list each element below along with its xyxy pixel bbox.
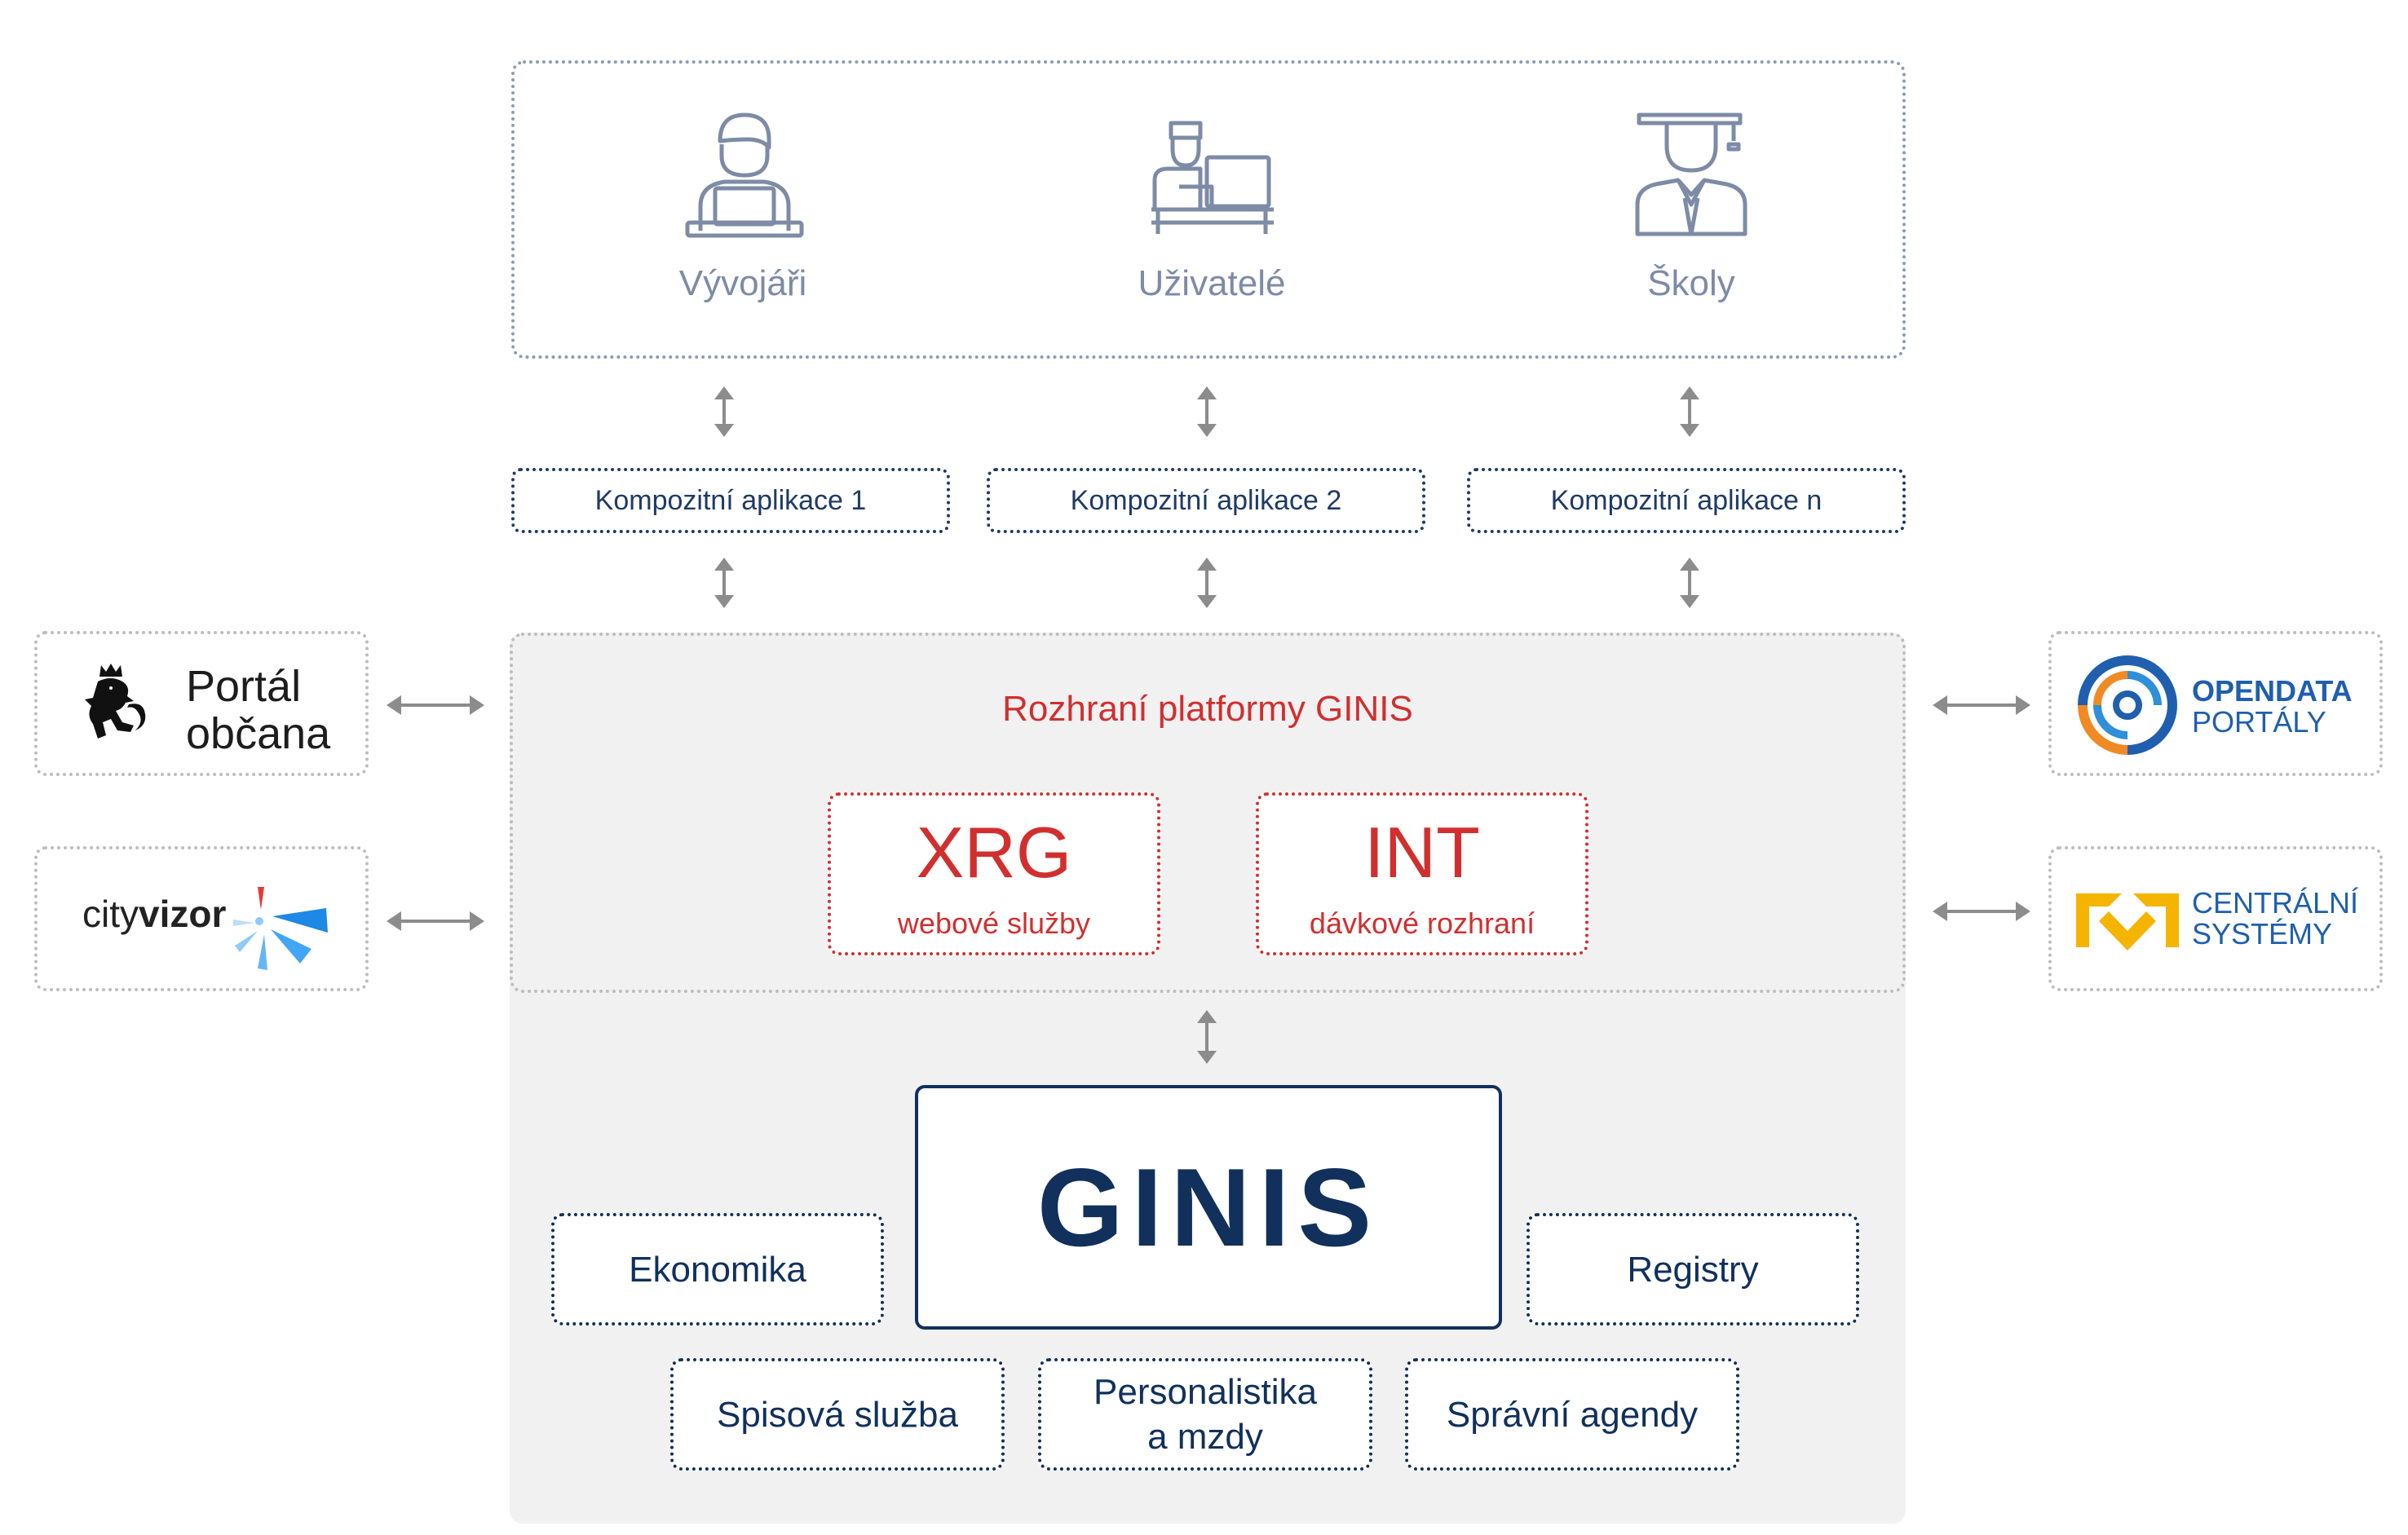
interface-int-desc: dávkové rozhraní xyxy=(1309,906,1535,940)
users-group-box: Vývojáři Uživatelé Školy xyxy=(511,60,1906,359)
double-arrow-vertical xyxy=(1680,558,1699,608)
double-arrow-vertical xyxy=(714,558,734,608)
opendata-logo-icon xyxy=(2078,655,2177,755)
composite-app-n: Kompozitní aplikace n xyxy=(1467,468,1906,533)
double-arrow-horizontal xyxy=(1933,695,2030,715)
user-at-desk-icon xyxy=(1151,121,1274,234)
interface-xrg-name: XRG xyxy=(916,812,1072,893)
cityvizor-box: cityvizor xyxy=(34,846,369,991)
platform-interface-region xyxy=(510,633,1906,993)
cityvizor-burst-icon xyxy=(233,887,328,970)
module-personalistika: Personalistika a mzdy xyxy=(1038,1358,1372,1471)
module-registry: Registry xyxy=(1527,1213,1859,1325)
module-personalistika-line1: Personalistika xyxy=(1094,1372,1317,1412)
centralni-systemy-logo-icon xyxy=(2076,893,2179,951)
portal-obcana-box: Portál občana xyxy=(34,631,369,776)
centralni-line1: CENTRÁLNÍ xyxy=(2192,886,2359,920)
module-spisova-sluzba: Spisová služba xyxy=(670,1358,1005,1471)
opendata-box: OPENDATA PORTÁLY xyxy=(2048,631,2383,776)
double-arrow-horizontal xyxy=(1933,902,2030,921)
double-arrow-vertical xyxy=(1197,386,1217,437)
actor-label-developers: Vývojáři xyxy=(678,263,807,303)
composite-app-2: Kompozitní aplikace 2 xyxy=(987,468,1425,533)
developer-icon xyxy=(685,112,804,238)
double-arrow-horizontal xyxy=(387,695,484,715)
cityvizor-city: city xyxy=(82,893,139,935)
interface-xrg-desc: webové služby xyxy=(897,906,1091,940)
double-arrow-horizontal xyxy=(387,911,484,931)
opendata-line1: OPENDATA xyxy=(2192,674,2353,708)
double-arrow-vertical xyxy=(1197,558,1217,608)
double-arrow-vertical xyxy=(1197,1010,1217,1064)
cityvizor-logo-text: cityvizor xyxy=(82,892,226,936)
composite-app-1: Kompozitní aplikace 1 xyxy=(511,468,950,533)
ginis-core: GINIS xyxy=(915,1085,1502,1330)
interface-int: INT dávkové rozhraní xyxy=(1256,792,1588,955)
platform-title: Rozhraní platformy GINIS xyxy=(1002,689,1413,729)
cityvizor-vizor: vizor xyxy=(139,893,227,935)
actor-schools: Školy xyxy=(1561,108,1822,304)
centralni-systemy-box: CENTRÁLNÍ SYSTÉMY xyxy=(2048,846,2383,991)
portal-obcana-line1: Portál xyxy=(186,662,302,711)
interface-int-name: INT xyxy=(1364,812,1480,893)
actor-users: Uživatelé xyxy=(1081,108,1342,304)
actor-label-schools: Školy xyxy=(1647,263,1735,303)
portal-obcana-line2: občana xyxy=(186,709,331,758)
graduate-icon xyxy=(1635,112,1747,236)
actor-label-users: Uživatelé xyxy=(1138,263,1286,303)
czech-lion-icon xyxy=(85,664,146,739)
centralni-line2: SYSTÉMY xyxy=(2192,917,2333,951)
module-personalistika-line2: a mzdy xyxy=(1147,1417,1263,1457)
interface-xrg: XRG webové služby xyxy=(828,792,1160,955)
module-ekonomika: Ekonomika xyxy=(551,1213,884,1325)
double-arrow-vertical xyxy=(1680,386,1699,437)
opendata-line2: PORTÁLY xyxy=(2192,705,2326,739)
actor-developers: Vývojáři xyxy=(612,108,873,304)
double-arrow-vertical xyxy=(714,386,734,437)
module-spravni-agendy: Správní agendy xyxy=(1405,1358,1739,1471)
